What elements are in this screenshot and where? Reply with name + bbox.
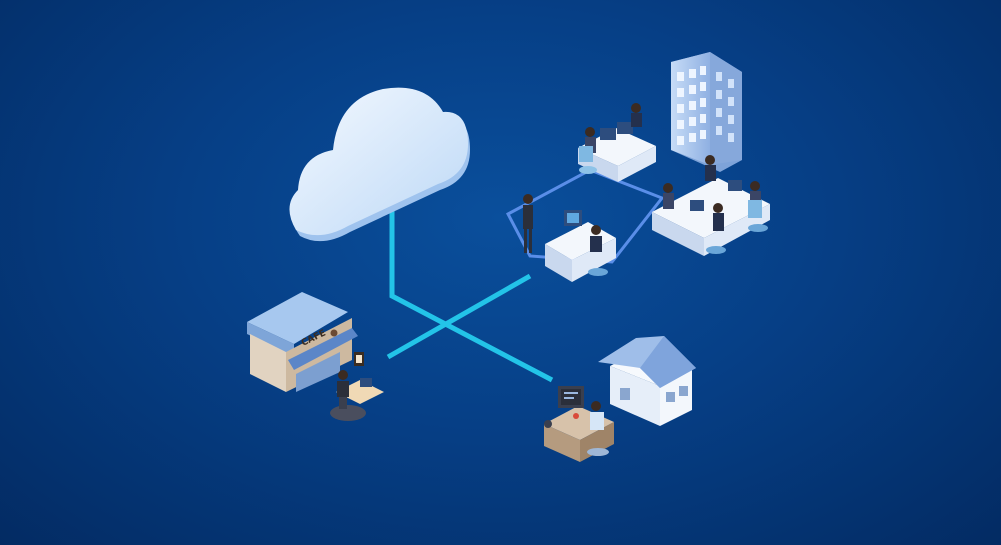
office-desk-middle: [523, 194, 616, 282]
office-desk-right: [652, 155, 770, 256]
house-icon: [598, 336, 696, 426]
cloud-trunk-line: [389, 198, 554, 383]
cafe-icon: CAFE: [247, 292, 358, 392]
home-worker-icon: [544, 386, 614, 462]
cafe-worker-icon: [330, 352, 384, 421]
office-building-icon: [671, 52, 742, 172]
cloud-icon: [289, 87, 470, 242]
office-desk-top: [578, 103, 656, 182]
office-team-icon: [523, 103, 770, 282]
cafe-to-office-line: [386, 273, 532, 360]
network-connectors: [386, 198, 554, 383]
